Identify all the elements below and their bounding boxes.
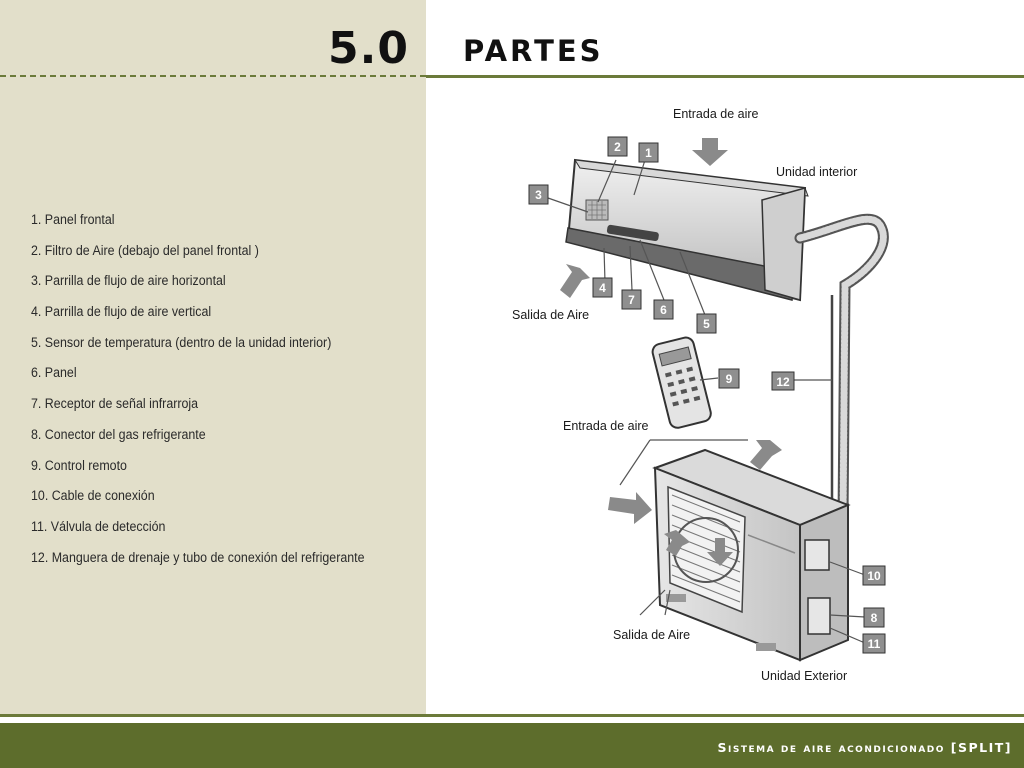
callout-10: 10 bbox=[862, 565, 886, 586]
svg-text:9: 9 bbox=[726, 372, 733, 386]
label-entrada-aire-mid: Entrada de aire bbox=[563, 419, 649, 433]
svg-text:12: 12 bbox=[776, 375, 790, 389]
left-panel bbox=[0, 0, 426, 717]
svg-text:8: 8 bbox=[871, 611, 878, 625]
callout-6: 6 bbox=[653, 299, 674, 320]
list-item: 10. Cable de conexión bbox=[31, 488, 155, 504]
callout-8: 8 bbox=[863, 607, 885, 628]
section-number: 5.0 bbox=[328, 23, 409, 74]
list-item: 5. Sensor de temperatura (dentro de la u… bbox=[31, 334, 332, 350]
label-unidad-interior: Unidad interior bbox=[776, 165, 857, 179]
remote-control bbox=[651, 336, 712, 429]
svg-text:3: 3 bbox=[535, 188, 542, 202]
svg-text:10: 10 bbox=[867, 569, 881, 583]
label-entrada-aire-top: Entrada de aire bbox=[673, 107, 759, 121]
svg-text:2: 2 bbox=[614, 140, 621, 154]
svg-text:6: 6 bbox=[660, 303, 667, 317]
refrigerant-pipe bbox=[794, 213, 889, 626]
header-divider-dashed bbox=[0, 75, 426, 77]
header-divider-solid bbox=[426, 75, 1024, 78]
list-item: 3. Parrilla de flujo de aire horizontal bbox=[31, 273, 226, 289]
list-item: 7. Receptor de señal infrarroja bbox=[31, 396, 199, 412]
callout-5: 5 bbox=[696, 313, 717, 334]
label-salida-aire-bottom: Salida de Aire bbox=[613, 628, 690, 642]
footer-divider bbox=[0, 714, 1024, 717]
callout-11: 11 bbox=[862, 633, 886, 654]
callout-7: 7 bbox=[621, 289, 642, 310]
ac-diagram: 1 2 3 4 7 6 5 9 12 10 8 11 bbox=[512, 107, 889, 683]
callout-2: 2 bbox=[607, 136, 628, 157]
parts-list: 1. Panel frontal 2. Filtro de Aire (deba… bbox=[31, 209, 394, 577]
indoor-unit bbox=[565, 158, 809, 302]
svg-text:5: 5 bbox=[703, 317, 710, 331]
list-item: 6. Panel bbox=[31, 365, 77, 381]
page-title: partes bbox=[463, 34, 604, 68]
callout-12: 12 bbox=[771, 371, 795, 391]
svg-text:1: 1 bbox=[645, 146, 652, 160]
list-item: 11. Válvula de detección bbox=[31, 518, 166, 534]
callout-4: 4 bbox=[592, 277, 613, 298]
svg-text:4: 4 bbox=[599, 281, 606, 295]
label-salida-aire-top: Salida de Aire bbox=[512, 308, 589, 322]
svg-text:11: 11 bbox=[868, 637, 881, 651]
svg-text:7: 7 bbox=[628, 293, 635, 307]
list-item: 1. Panel frontal bbox=[31, 212, 115, 227]
callout-9: 9 bbox=[718, 368, 740, 389]
airflow-arrows bbox=[560, 138, 782, 566]
list-item: 8. Conector del gas refrigerante bbox=[31, 426, 206, 442]
label-unidad-exterior: Unidad Exterior bbox=[761, 669, 847, 683]
callout-1: 1 bbox=[638, 142, 659, 163]
list-item: 2. Filtro de Aire (debajo del panel fron… bbox=[31, 242, 259, 258]
footer-bar: Sistema de aire acondicionado [SPLIT] bbox=[0, 723, 1024, 768]
list-item: 4. Parrilla de flujo de aire vertical bbox=[31, 304, 212, 320]
callout-leaders bbox=[547, 159, 866, 644]
list-item: 9. Control remoto bbox=[31, 457, 127, 473]
list-item: 12. Manguera de drenaje y tubo de conexi… bbox=[31, 549, 365, 565]
footer-title: Sistema de aire acondicionado [SPLIT] bbox=[717, 740, 1012, 755]
callout-3: 3 bbox=[528, 184, 549, 205]
